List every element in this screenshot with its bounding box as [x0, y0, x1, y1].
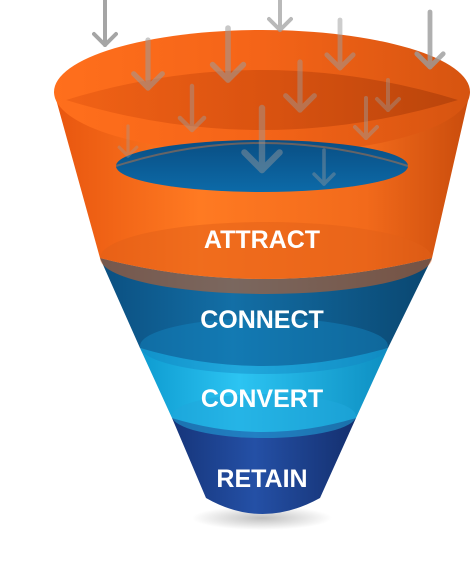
- funnel-inner-opening: [116, 140, 408, 192]
- down-arrow-icon: [117, 124, 139, 158]
- stage-label-attract: ATTRACT: [204, 226, 320, 254]
- stage-label-connect: CONNECT: [200, 306, 324, 334]
- convert-band: [140, 348, 388, 438]
- retain-band: [172, 418, 356, 514]
- down-arrow-icon: [92, 0, 118, 47]
- down-arrow-icon: [324, 17, 356, 71]
- down-arrow-icon: [414, 9, 446, 70]
- down-arrow-icon: [375, 78, 401, 112]
- down-arrow-icon: [241, 104, 283, 174]
- funnel-rim: [54, 30, 470, 192]
- stage-label-convert: CONVERT: [201, 385, 323, 413]
- down-arrow-icon: [312, 148, 336, 186]
- ground-shadow: [192, 506, 332, 530]
- stage-label-retain: RETAIN: [216, 465, 307, 493]
- down-arrow-icon: [209, 25, 247, 83]
- down-arrow-icon: [353, 96, 379, 140]
- down-arrow-icon: [283, 59, 317, 113]
- down-arrow-icon: [267, 0, 293, 32]
- incoming-arrows: [92, 0, 446, 186]
- down-arrow-icon: [131, 37, 165, 91]
- down-arrow-icon: [177, 83, 207, 133]
